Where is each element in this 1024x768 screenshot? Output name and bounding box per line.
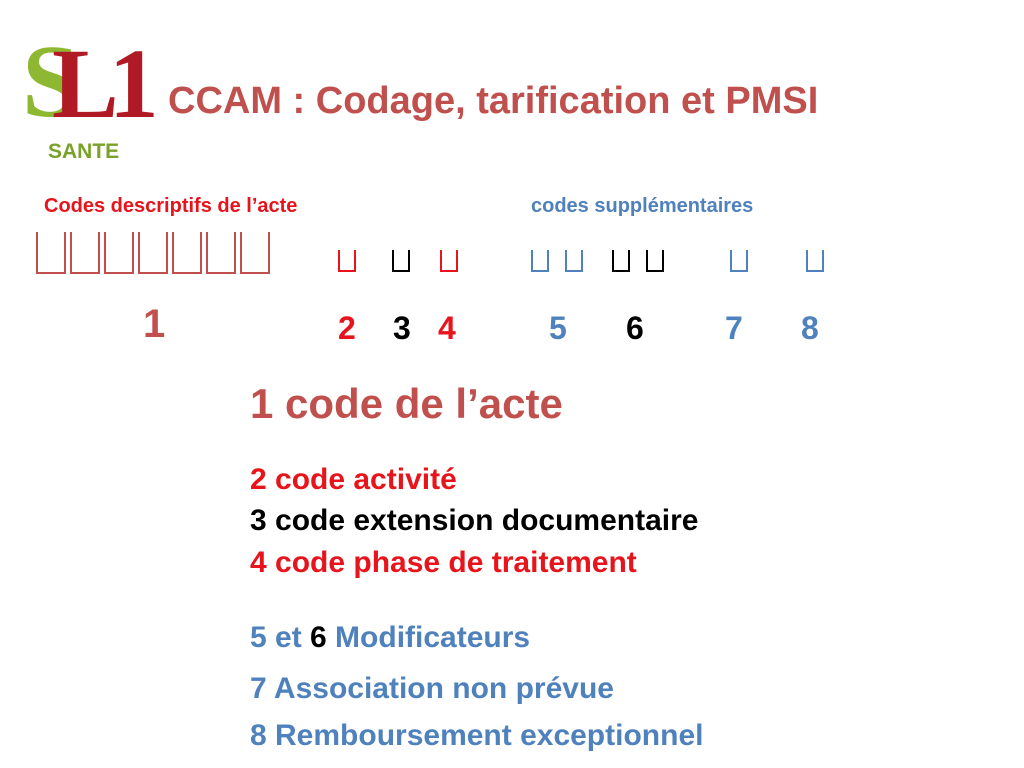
modifiers-description: 5 et 6 Modificateurs (250, 620, 530, 656)
modifier-code-box (565, 250, 583, 272)
extension-code-description: 3 code extension documentaire (250, 504, 699, 537)
position-number-1: 1 (143, 302, 166, 346)
reimbursement-description: 8 Remboursement exceptionnel (250, 719, 704, 752)
supplementary-codes-header: codes supplémentaires (531, 195, 754, 217)
extension-code-box (392, 250, 410, 272)
modifiers-description-suffix: Modificateurs (326, 621, 531, 654)
phase-code-description: 4 code phase de traitement (250, 546, 637, 579)
logo-s-letter: S (22, 24, 80, 139)
modifier-code-box (531, 250, 549, 272)
activity-code-description: 2 code activité (250, 463, 457, 496)
code-box (70, 232, 100, 274)
position-number-4: 4 (438, 310, 456, 346)
position-number-8: 8 (801, 310, 819, 346)
modifier-code-box (612, 250, 630, 272)
code-box (240, 232, 270, 274)
association-description: 7 Association non prévue (250, 672, 614, 705)
position-number-7: 7 (725, 310, 743, 346)
slide-title: CCAM : Codage, tarification et PMSI (168, 80, 819, 122)
activity-code-box (338, 250, 356, 272)
code-box (36, 232, 66, 274)
position-number-6: 6 (626, 310, 644, 346)
act-code-description: 1 code de l’acte (250, 380, 563, 427)
logo-l1-mark: L1 (52, 28, 159, 139)
l1-sante-logo: S L1 SANTE (22, 24, 159, 168)
descriptive-codes-header: Codes descriptifs de l’acte (44, 195, 298, 217)
code-box (104, 232, 134, 274)
logo-sante-text: SANTE (48, 140, 120, 163)
modifiers-description-prefix: 5 et (250, 621, 311, 654)
reimbursement-code-box (806, 250, 824, 272)
code-box (206, 232, 236, 274)
position-number-2: 2 (338, 310, 356, 346)
code-box (138, 232, 168, 274)
modifier-code-box (646, 250, 664, 272)
position-number-5: 5 (549, 310, 567, 346)
position-number-3: 3 (393, 310, 411, 346)
phase-code-box (440, 250, 458, 272)
association-code-box (730, 250, 748, 272)
modifiers-description-six: 6 (310, 621, 327, 654)
code-box (172, 232, 202, 274)
